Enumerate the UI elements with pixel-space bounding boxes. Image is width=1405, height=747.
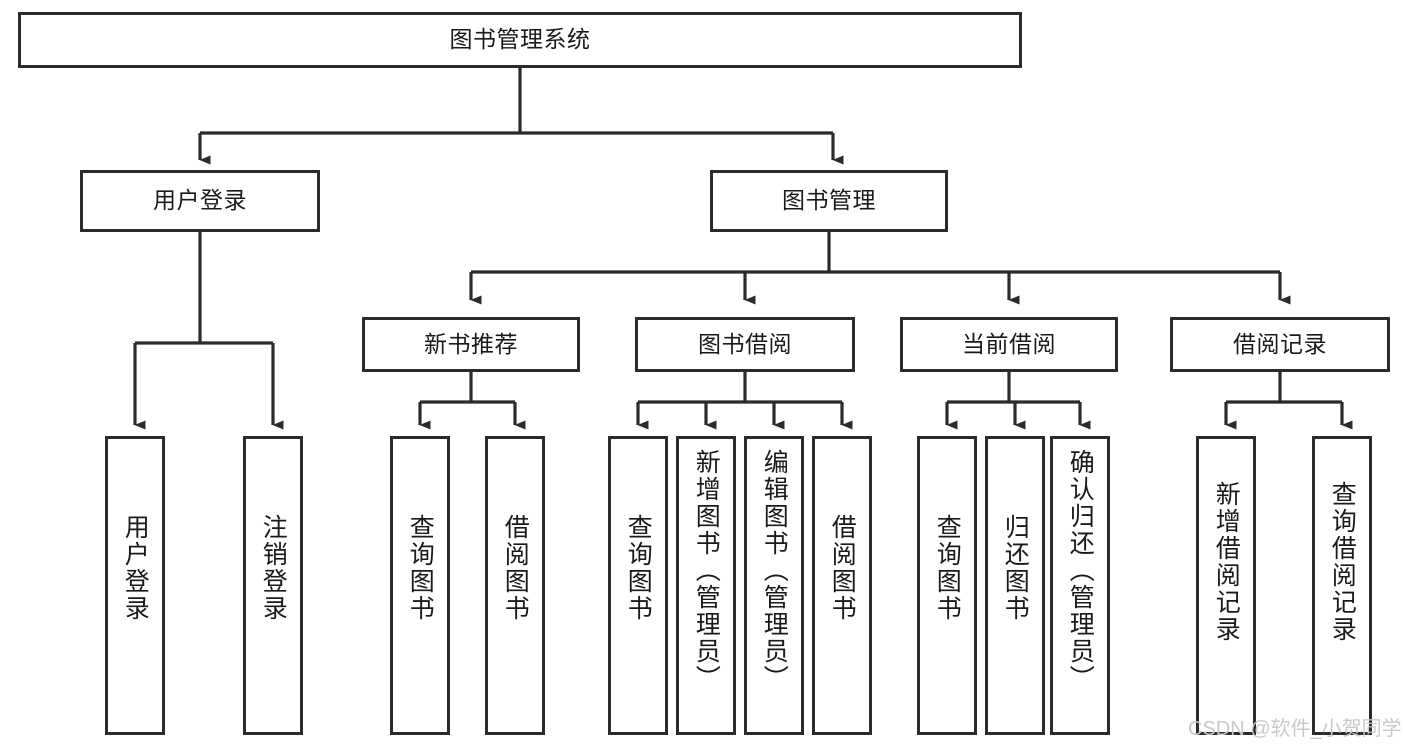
node-leaf-add-record[interactable]: 新增借阅记录 (1196, 436, 1256, 735)
node-leaf-query-record[interactable]: 查询借阅记录 (1312, 436, 1372, 735)
node-book-borrow-label: 图书借阅 (698, 330, 792, 357)
node-leaf-confirm-return[interactable]: 确认归还（管理员） (1050, 436, 1110, 735)
node-leaf-return-book-label: 归还图书 (1001, 514, 1030, 622)
node-user-login-label: 用户登录 (153, 187, 247, 214)
node-leaf-query-book-2-label: 查询图书 (624, 514, 653, 622)
node-leaf-add-book[interactable]: 新增图书（管理员） (676, 436, 736, 735)
node-book-management-label: 图书管理 (782, 187, 876, 214)
node-leaf-add-record-label: 新增借阅记录 (1212, 481, 1241, 643)
node-root-label: 图书管理系统 (449, 26, 591, 53)
node-leaf-logout-label: 注销登录 (259, 514, 288, 622)
node-new-book-recommend[interactable]: 新书推荐 (362, 317, 580, 372)
node-leaf-edit-book[interactable]: 编辑图书（管理员） (744, 436, 804, 735)
node-leaf-borrow-book-2-label: 借阅图书 (828, 514, 857, 622)
node-leaf-confirm-return-label: 确认归还（管理员） (1066, 449, 1095, 692)
node-leaf-query-record-label: 查询借阅记录 (1328, 481, 1357, 643)
node-leaf-query-book-3-label: 查询图书 (933, 514, 962, 622)
node-leaf-borrow-book-1-label: 借阅图书 (501, 514, 530, 622)
node-leaf-borrow-book-2[interactable]: 借阅图书 (812, 436, 872, 735)
node-leaf-edit-book-label: 编辑图书（管理员） (760, 449, 789, 692)
node-book-management[interactable]: 图书管理 (710, 170, 948, 232)
node-leaf-borrow-book-1[interactable]: 借阅图书 (485, 436, 545, 735)
node-new-book-recommend-label: 新书推荐 (424, 330, 518, 357)
node-borrow-record[interactable]: 借阅记录 (1170, 317, 1390, 372)
node-leaf-query-book-2[interactable]: 查询图书 (608, 436, 668, 735)
node-leaf-query-book-3[interactable]: 查询图书 (917, 436, 977, 735)
node-user-login[interactable]: 用户登录 (80, 170, 320, 232)
node-leaf-user-login-label: 用户登录 (121, 514, 150, 622)
node-borrow-record-label: 借阅记录 (1233, 330, 1327, 357)
node-book-borrow[interactable]: 图书借阅 (635, 317, 855, 372)
node-root[interactable]: 图书管理系统 (18, 12, 1022, 68)
node-current-borrow[interactable]: 当前借阅 (900, 317, 1118, 372)
node-current-borrow-label: 当前借阅 (962, 330, 1056, 357)
node-leaf-return-book[interactable]: 归还图书 (985, 436, 1045, 735)
node-leaf-logout[interactable]: 注销登录 (243, 436, 303, 735)
csdn-watermark: CSDN @软件_小贺同学 (1188, 718, 1402, 740)
node-leaf-add-book-label: 新增图书（管理员） (692, 449, 721, 692)
node-leaf-query-book-1-label: 查询图书 (406, 514, 435, 622)
node-leaf-query-book-1[interactable]: 查询图书 (390, 436, 450, 735)
node-leaf-user-login[interactable]: 用户登录 (105, 436, 165, 735)
